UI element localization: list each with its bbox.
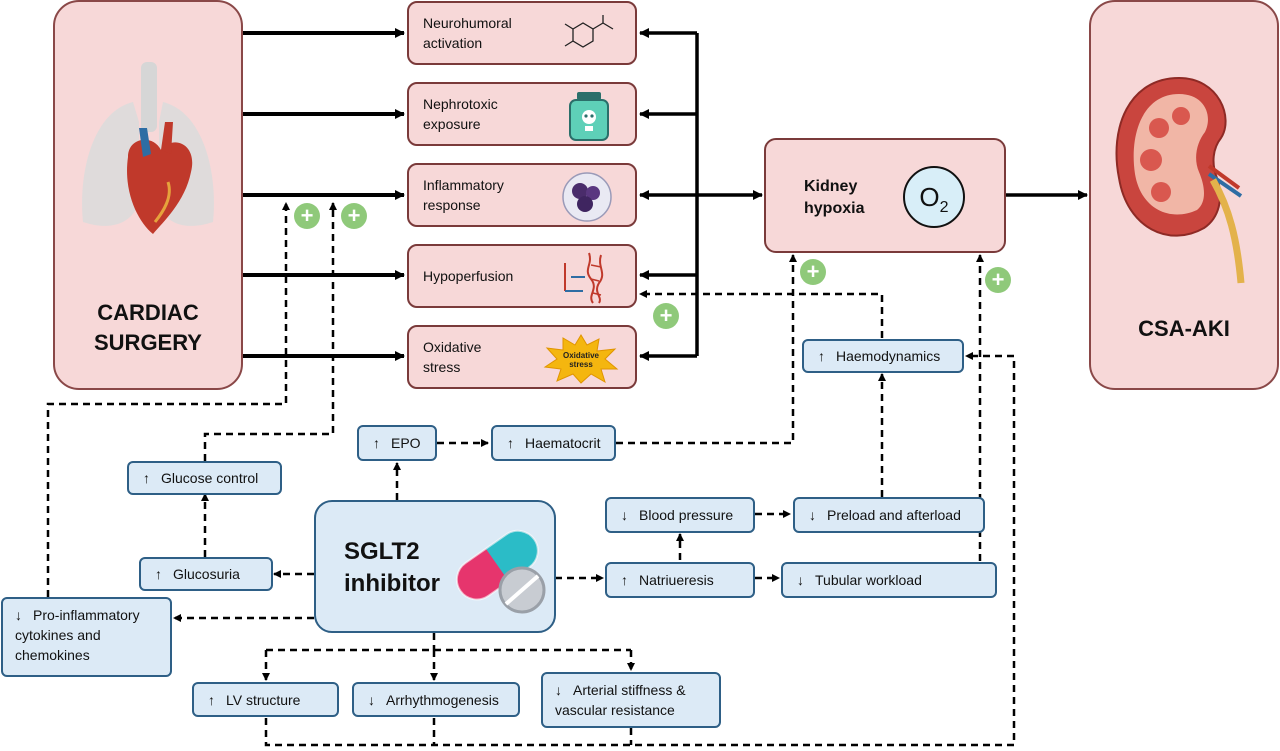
neutrophil-cell-icon [562, 172, 612, 222]
effect-label-line2: cytokines and [15, 627, 101, 643]
effect-haematocrit: ↑ Haematocrit [491, 425, 616, 461]
effect-arrow: ↑ [621, 572, 628, 588]
oxidative-stress-burst-icon: Oxidative stress [543, 334, 619, 384]
effect-epo: ↑ EPO [357, 425, 437, 461]
effect-arrow: ↑ [143, 470, 150, 486]
effect-arrow: ↓ [809, 507, 816, 523]
plus-icon [985, 267, 1011, 293]
o2-sub: 2 [939, 199, 949, 217]
effect-blood-pressure: ↓ Blood pressure [605, 497, 755, 533]
effect-arrow: ↑ [208, 691, 215, 708]
effect-label: Glucosuria [173, 566, 240, 582]
csa-aki-box: CSA-AKI [1089, 0, 1279, 390]
effect-label: Blood pressure [639, 507, 734, 523]
effect-label: Haematocrit [525, 435, 601, 451]
pill-capsule-icon [455, 529, 546, 614]
effect-label-line1: Arterial stiffness & [573, 682, 686, 698]
effect-label-line3: chemokines [15, 647, 90, 663]
mechanism-label-line1: Inflammatory [423, 177, 504, 193]
o2-main: O [919, 182, 940, 212]
heart-lungs-icon [82, 62, 214, 234]
effect-label: Glucose control [161, 470, 259, 486]
kidney-hypoxia-line2: hypoxia [804, 200, 865, 217]
o2-icon: O2 [903, 166, 965, 228]
plus-signs: + + + + + [294, 203, 1011, 329]
plus-label: + [660, 303, 673, 328]
effect-glucose-control: ↑ Glucose control [127, 461, 282, 495]
effect-arrow: ↓ [621, 507, 628, 523]
effect-arrow: ↓ [555, 682, 562, 698]
mechanism-label-line2: response [423, 197, 481, 213]
effect-haemodynamics: ↑ Haemodynamics [802, 339, 964, 373]
csa-aki-title: CSA-AKI [1138, 316, 1230, 341]
mechanism-nephrotoxic: Nephrotoxic exposure [407, 82, 637, 146]
mechanism-label-line1: Oxidative [423, 339, 482, 355]
effect-arrow: ↑ [373, 435, 380, 451]
effect-lv-structure: ↑ LV structure [192, 682, 339, 717]
dashed-effect-arrows [46, 202, 1016, 747]
cardiac-surgery-title-line2: SURGERY [94, 330, 202, 355]
effect-arrow: ↑ [818, 348, 825, 364]
mechanism-label-line2: activation [423, 35, 483, 51]
mechanism-hypoperfusion: Hypoperfusion [407, 244, 637, 308]
effect-label-line2: vascular resistance [555, 702, 675, 718]
effect-label: Tubular workload [815, 572, 922, 588]
surgery-to-mechanism-arrows [243, 28, 405, 361]
plus-label: + [348, 203, 361, 228]
effect-cytokines: ↓ Pro-inflammatory cytokines and chemokin… [1, 597, 172, 677]
effect-label: Haemodynamics [836, 348, 941, 364]
blood-vessel-icon [564, 252, 604, 304]
oxidative-badge-line1: Oxidative [563, 351, 600, 360]
plus-icon [294, 203, 320, 229]
toxic-bottle-icon [569, 92, 609, 141]
plus-label: + [301, 203, 314, 228]
plus-icon [800, 259, 826, 285]
oxidative-badge-line2: stress [569, 360, 593, 369]
mechanism-neurohumoral: Neurohumoral activation [407, 1, 637, 65]
effect-arterial-stiffness: ↓ Arterial stiffness & vascular resistanc… [541, 672, 721, 728]
kidney-hypoxia-line1: Kidney [804, 178, 858, 195]
sglt2-title-line1: SGLT2 [344, 538, 420, 565]
effect-label-line1: Pro-inflammatory [33, 607, 140, 623]
plus-label: + [807, 259, 820, 284]
plus-icon [341, 203, 367, 229]
mechanism-label-line1: Neurohumoral [423, 15, 512, 31]
mechanism-hypoxia-bus [639, 28, 1088, 361]
effect-arrow: ↓ [797, 572, 804, 588]
effect-natriuresis: ↑ Natriueresis [605, 562, 755, 598]
effect-arrow: ↓ [368, 691, 375, 708]
effect-arrow: ↑ [507, 435, 514, 451]
mechanism-label-line2: stress [423, 359, 461, 375]
effect-label: Arrhythmogenesis [386, 691, 499, 708]
effect-arrow: ↓ [15, 607, 22, 623]
effect-label: Natriueresis [639, 572, 714, 588]
catecholamine-structure-icon [564, 15, 614, 48]
effect-preload-afterload: ↓ Preload and afterload [793, 497, 985, 533]
effect-label: EPO [391, 435, 421, 451]
sglt2-inhibitor-box: SGLT2 inhibitor [314, 500, 556, 633]
effect-arrow: ↑ [155, 566, 162, 582]
kidney-anatomy-icon [1115, 76, 1245, 284]
effect-label: Preload and afterload [827, 507, 961, 523]
cardiac-surgery-title-line1: CARDIAC [97, 300, 199, 325]
plus-icon [653, 303, 679, 329]
sglt2-title-line2: inhibitor [344, 570, 440, 597]
cardiac-surgery-box: CARDIAC SURGERY [53, 0, 243, 390]
mechanism-label-line1: Nephrotoxic [423, 96, 498, 112]
effect-tubular-workload: ↓ Tubular workload [781, 562, 997, 598]
mechanism-inflammatory: Inflammatory response [407, 163, 637, 227]
kidney-hypoxia-box: Kidney hypoxia O2 [764, 138, 1006, 253]
mechanism-label-line1: Hypoperfusion [423, 268, 514, 284]
plus-label: + [992, 267, 1005, 292]
effect-arrhythmogenesis: ↓ Arrhythmogenesis [352, 682, 520, 717]
effect-glucosuria: ↑ Glucosuria [139, 557, 273, 591]
effect-label: LV structure [226, 691, 301, 708]
mechanism-label-line2: exposure [423, 116, 481, 132]
